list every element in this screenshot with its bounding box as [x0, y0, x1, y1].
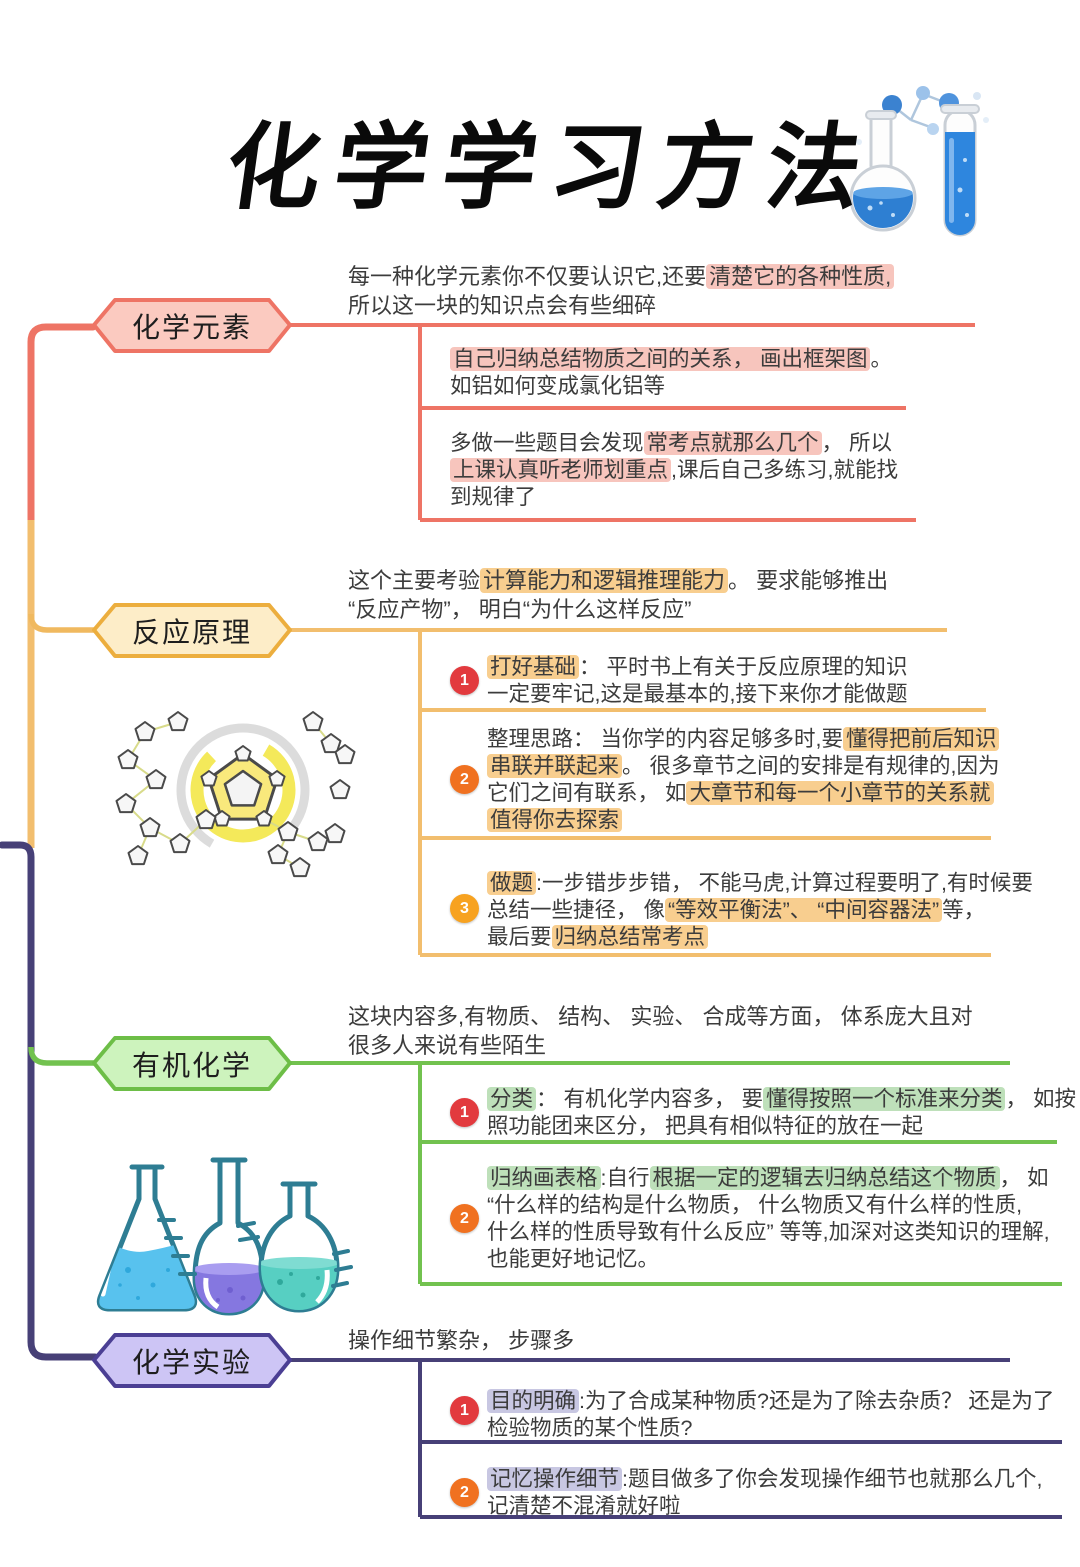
- step-text: 自己归纳总结物质之间的关系， 画出框架图。 如铝如何变成氯化铝等: [450, 347, 892, 398]
- branch-intro-organic-chemistry: 这块内容多,有物质、 结构、 实验、 合成等方面， 体系庞大且对 很多人来说有些…: [348, 1004, 973, 1058]
- branch-node-chemical-elements[interactable]: 化学元素: [131, 311, 252, 343]
- page-title: 化学学习方法: [219, 117, 883, 221]
- branch-node-organic-chemistry[interactable]: 有机化学: [131, 1049, 252, 1081]
- molecule-pentagon-icon: [115, 711, 356, 878]
- subtree-purple: [418, 1361, 1062, 1519]
- step-text: 多做一些题目会发现常考点就那么几个， 所以 上课认真听老师划重点,课后自己多练习…: [450, 431, 898, 509]
- node-shape-purple: [92, 1333, 292, 1388]
- step-text: 归纳画表格:自行根据一定的逻辑去归纳总结这个物质， 如 “什么样的结构是什么物质…: [487, 1166, 1050, 1271]
- branch-intro-reaction-principles: 这个主要考验计算能力和逻辑推理能力。 要求能够推出 “反应产物”， 明白“为什么…: [348, 568, 889, 622]
- step-badge-2: 2: [450, 1478, 479, 1507]
- step-badge-2: 2: [450, 1204, 479, 1233]
- node-shape-orange: [92, 603, 292, 658]
- subtree-red: [418, 326, 916, 522]
- step-text: 整理思路： 当你学的内容足够多时,要懂得把前后知识 串联并联起来。 很多章节之间…: [487, 727, 1000, 832]
- step-badge-1: 1: [450, 1396, 479, 1425]
- step-text: 目的明确:为了合成某种物质?还是为了除去杂质？ 还是为了 检验物质的某个性质?: [487, 1389, 1055, 1440]
- node-shape-red: [92, 298, 292, 353]
- branch-intro-chemical-elements: 每一种化学元素你不仅要认识它,还要清楚它的各种性质, 所以这一块的知识点会有些细…: [348, 262, 895, 320]
- step-badge-1: 1: [450, 666, 479, 695]
- branch-node-reaction-principles[interactable]: 反应原理: [131, 616, 252, 648]
- step-text: 打好基础： 平时书上有关于反应原理的知识 一定要牢记,这是最基本的,接下来你才能…: [487, 655, 908, 706]
- step-badge-3: 3: [450, 894, 479, 923]
- step-text: 分类： 有机化学内容多， 要懂得按照一个标准来分类， 如按 照功能团来区分， 把…: [487, 1087, 1076, 1138]
- step-badge-1: 1: [450, 1098, 479, 1127]
- subtree-orange: [418, 631, 991, 957]
- node-shape-green: [92, 1036, 292, 1091]
- flask-and-test-tube-icon: [849, 86, 989, 237]
- branch-node-chemistry-experiments[interactable]: 化学实验: [131, 1346, 252, 1378]
- step-text: 记忆操作细节:题目做多了你会发现操作细节也就那么几个, 记清楚不混淆就好啦: [487, 1467, 1043, 1518]
- mindmap-spine: [0, 323, 99, 1361]
- branch-intro-chemistry-experiments: 操作细节繁杂， 步骤多: [348, 1328, 575, 1353]
- subtree-green: [418, 1064, 1062, 1286]
- step-text: 做题:一步错步步错， 不能马虎,计算过程要明了,有时候要 总结一些捷径， 像“等…: [487, 871, 1033, 949]
- three-flasks-icon: [96, 1157, 353, 1316]
- step-badge-2: 2: [450, 765, 479, 794]
